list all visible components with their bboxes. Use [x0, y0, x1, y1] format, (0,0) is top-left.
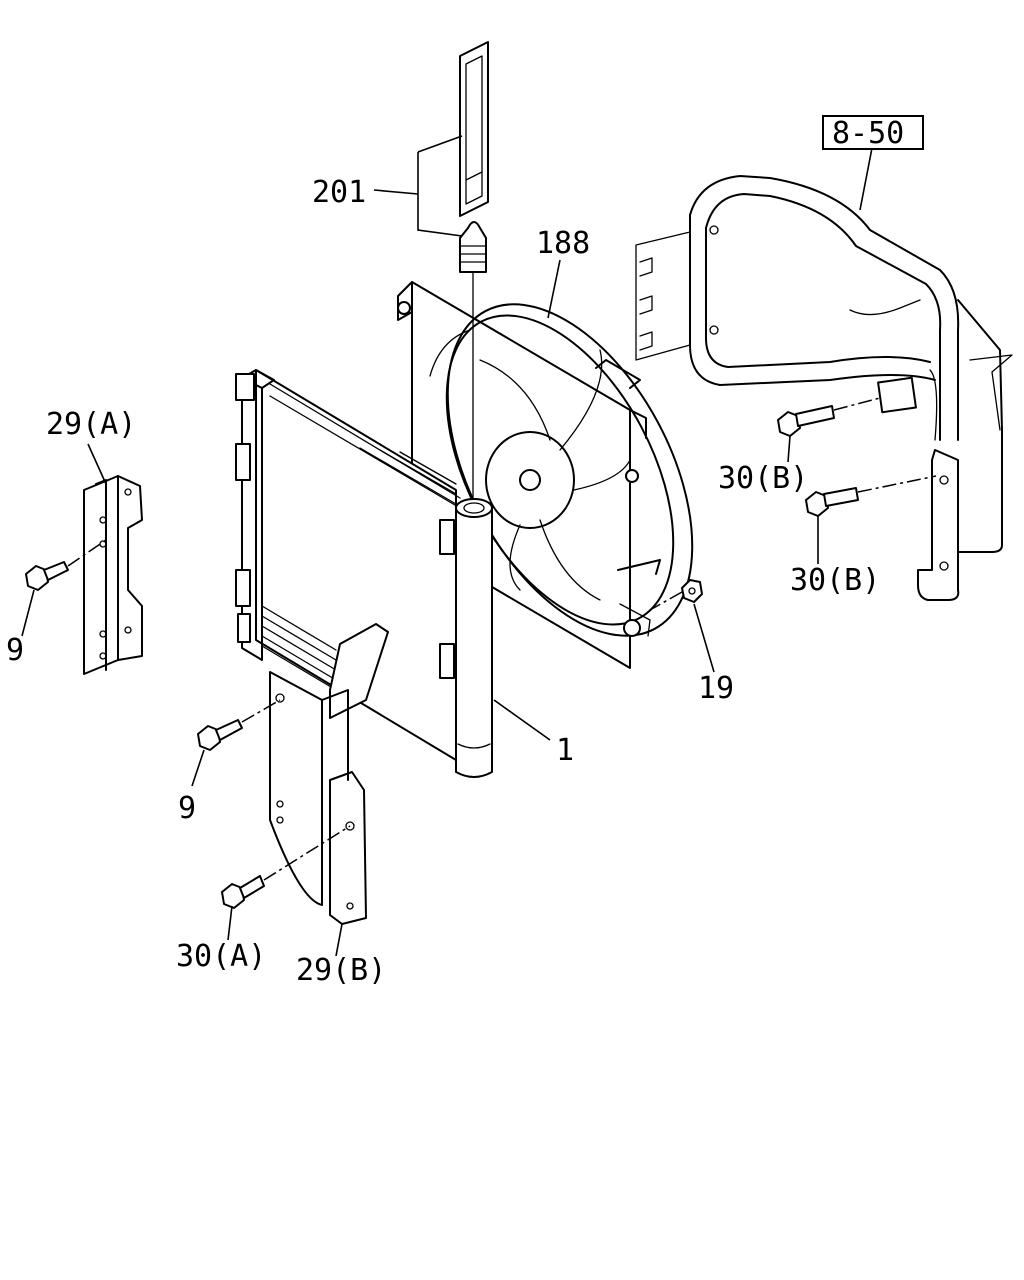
callout-9-upper: 9 — [6, 633, 24, 668]
bolt-30a — [221, 825, 351, 909]
callout-19: 19 — [698, 671, 734, 706]
callout-30a: 30(A) — [176, 939, 266, 974]
part-29b-bracket — [269, 623, 389, 925]
leader-lines — [21, 135, 873, 957]
bolt-9-upper — [25, 539, 107, 591]
callout-30b-lower: 30(B) — [790, 563, 880, 598]
callout-201: 201 — [312, 175, 366, 210]
part-201-label — [459, 41, 489, 217]
callout-188: 188 — [536, 226, 590, 261]
callout-29b: 29(B) — [296, 953, 386, 988]
part-1-condenser — [235, 369, 493, 778]
callout-9-lower: 9 — [178, 791, 196, 826]
nut-19 — [649, 579, 703, 611]
ref-box — [822, 115, 924, 150]
bolt-30b-lower — [805, 475, 937, 517]
bolt-30b-upper — [777, 397, 881, 437]
callout-8-50: 8-50 — [832, 116, 904, 151]
part-29a-bracket — [83, 475, 143, 675]
part-201-valve-cap — [459, 221, 487, 501]
bolt-9-lower — [197, 699, 281, 751]
frame-bracket-8-50 — [635, 175, 1013, 601]
callout-30b-upper: 30(B) — [718, 461, 808, 496]
callout-1: 1 — [556, 733, 574, 768]
callout-29a: 29(A) — [46, 407, 136, 442]
